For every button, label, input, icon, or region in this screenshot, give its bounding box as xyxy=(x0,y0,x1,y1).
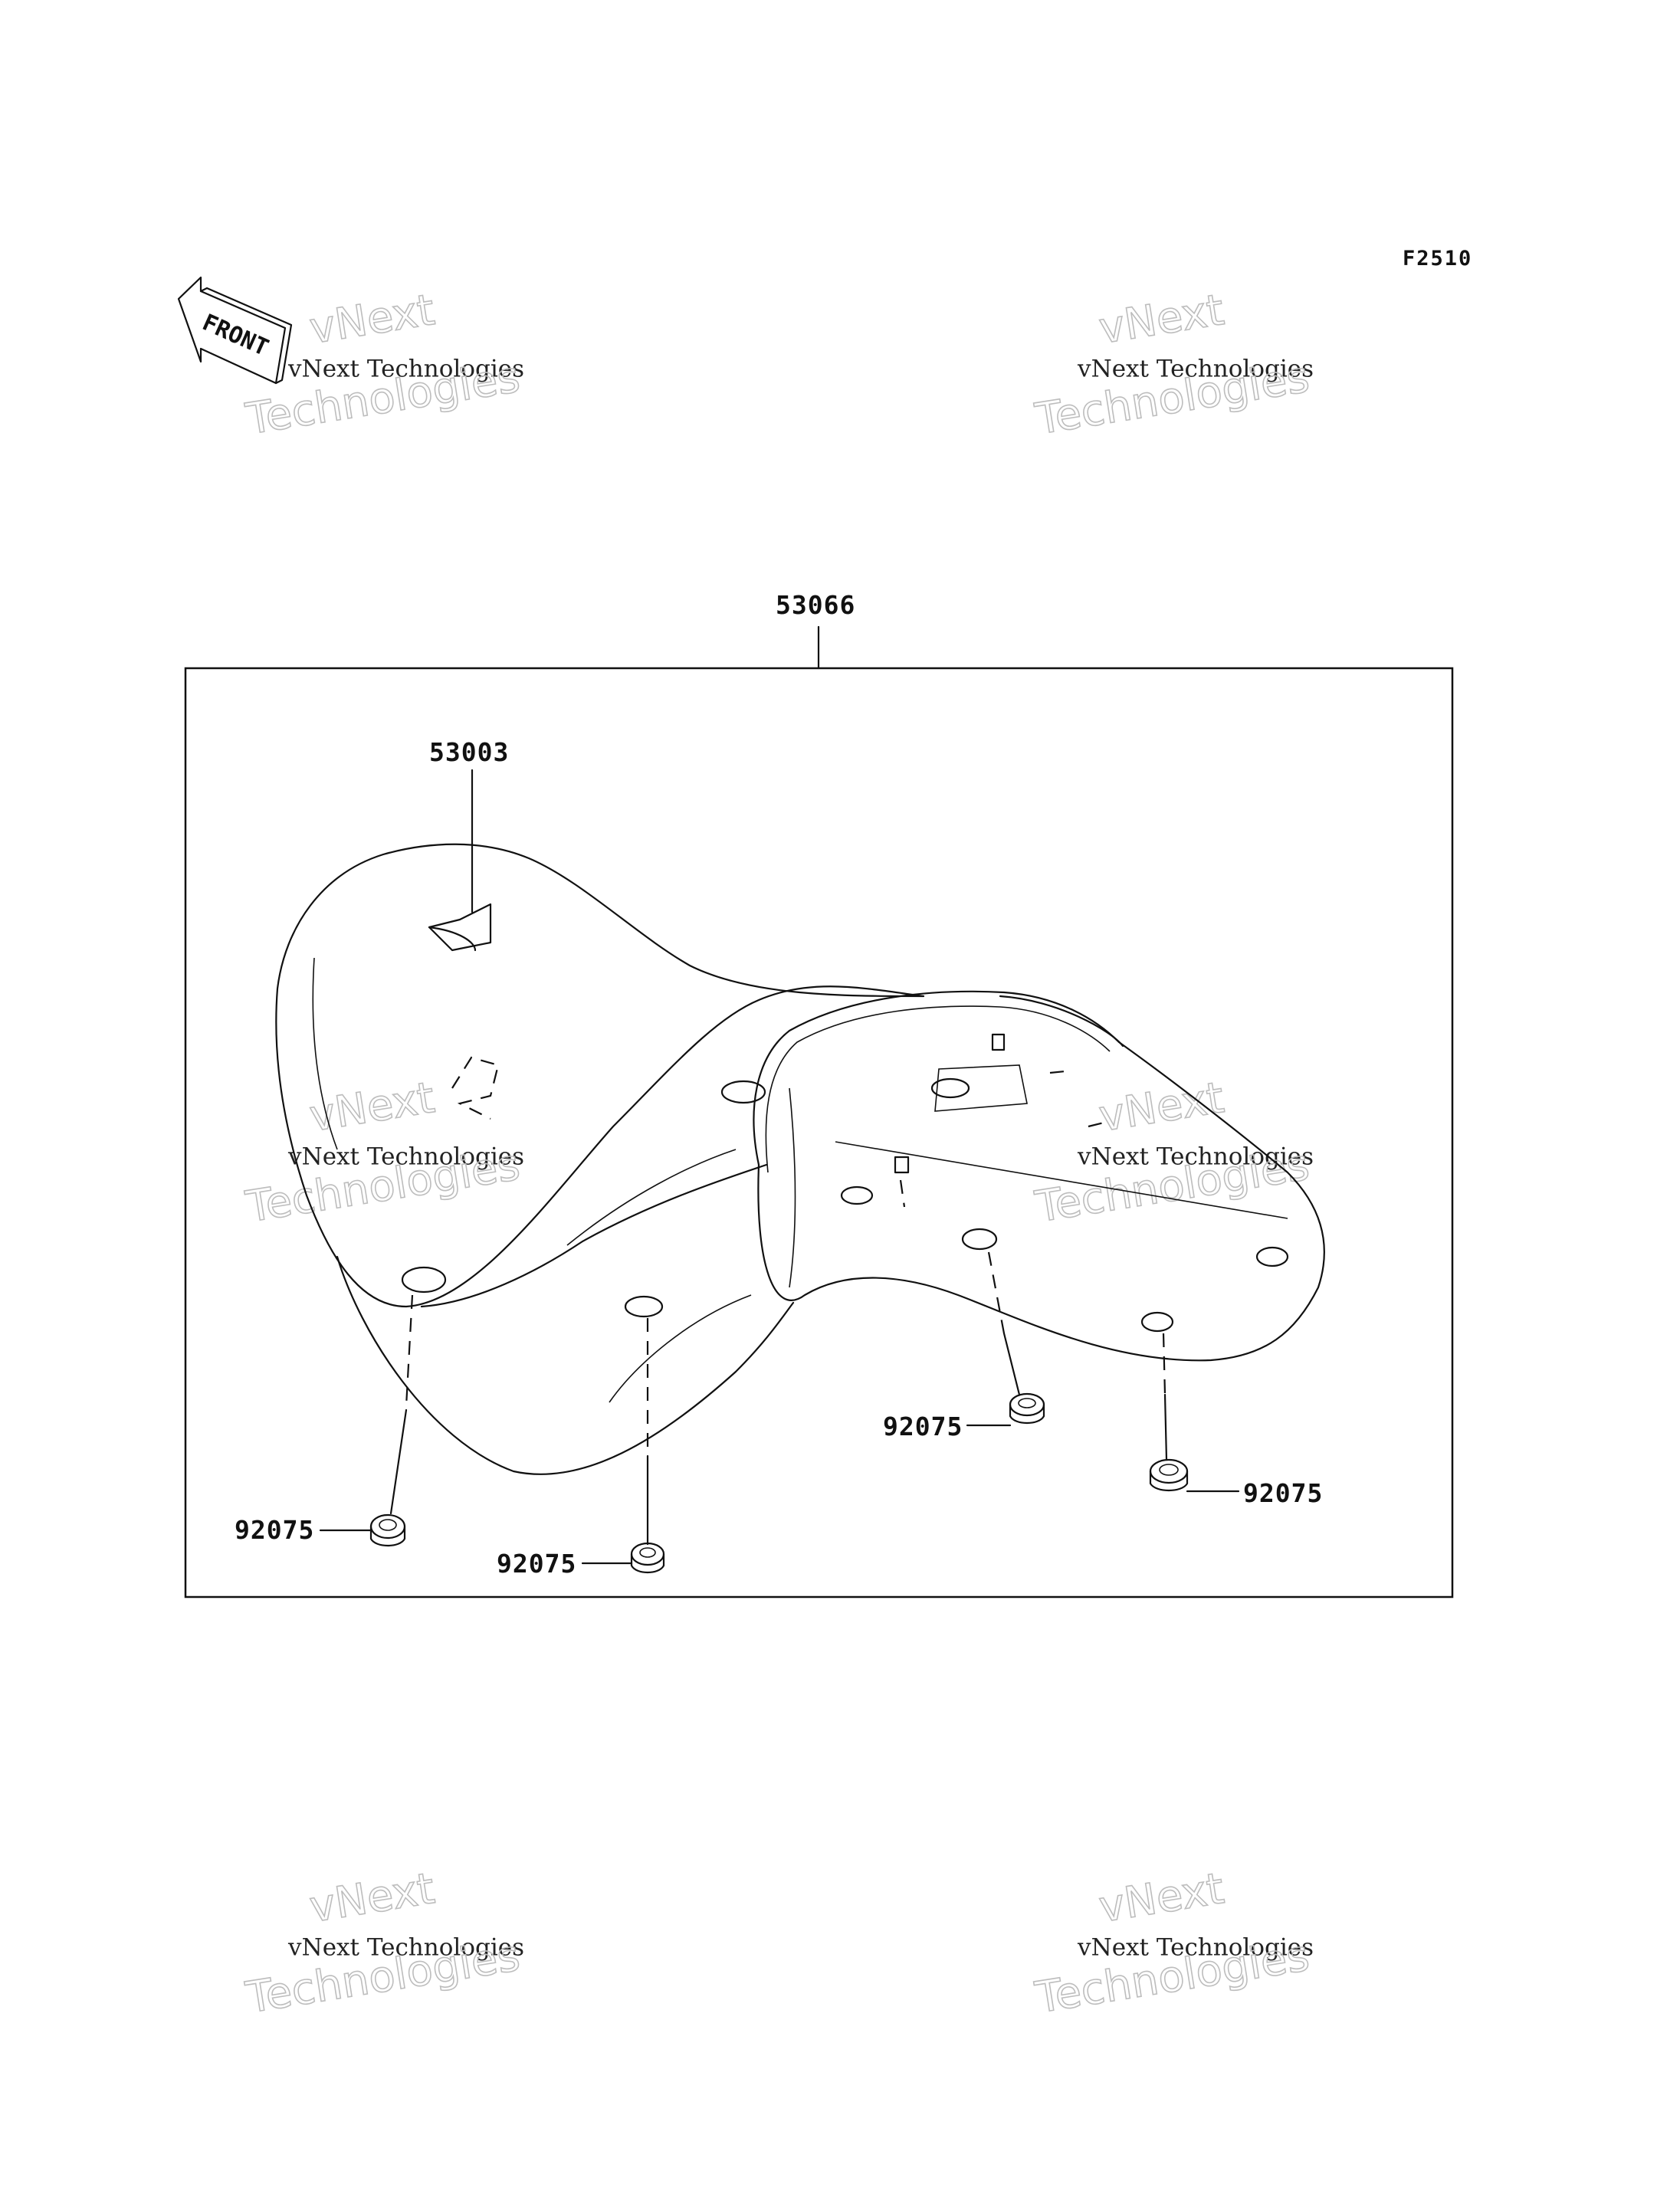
watermark-top-left: vNext vNext Technologies Technologies xyxy=(241,284,524,445)
label-92075-rear-center: 92075 xyxy=(883,1412,963,1441)
pad-53003 xyxy=(428,903,492,952)
figure-code: F2510 xyxy=(1403,247,1472,271)
label-53066: 53066 xyxy=(776,590,855,620)
watermark-bottom-left: vNext vNext Technologies Technologies xyxy=(241,1863,524,2024)
watermark-top-right: vNext vNext Technologies Technologies xyxy=(1031,284,1314,445)
watermark-bottom-right: vNext vNext Technologies Technologies xyxy=(1031,1863,1314,2024)
seat-drawing xyxy=(275,843,1325,1475)
label-53003: 53003 xyxy=(429,737,509,767)
watermark-mid-left: vNext vNext Technologies Technologies xyxy=(241,1072,524,1233)
damper-rear-right xyxy=(1149,1458,1189,1492)
svg-text:vNext Technologies: vNext Technologies xyxy=(287,1933,524,1961)
svg-text:vNext: vNext xyxy=(307,285,438,354)
assembly-frame xyxy=(184,667,1454,1599)
front-arrow-icon: FRONT xyxy=(177,276,293,385)
svg-text:vNext: vNext xyxy=(307,1073,438,1142)
label-92075-rear-right: 92075 xyxy=(1243,1478,1323,1508)
svg-text:vNext: vNext xyxy=(307,1864,438,1933)
damper-front-left xyxy=(369,1513,406,1547)
svg-text:vNext Technologies: vNext Technologies xyxy=(1077,355,1314,382)
label-92075-front-left: 92075 xyxy=(235,1515,314,1545)
damper-front-center xyxy=(630,1542,665,1574)
svg-text:vNext: vNext xyxy=(1096,1073,1228,1142)
svg-text:vNext Technologies: vNext Technologies xyxy=(1077,1933,1314,1961)
svg-text:vNext: vNext xyxy=(1096,285,1228,354)
watermark-mid-right: vNext vNext Technologies Technologies xyxy=(1031,1072,1314,1233)
svg-text:vNext Technologies: vNext Technologies xyxy=(287,355,524,382)
damper-rear-center xyxy=(1009,1392,1045,1425)
svg-text:vNext: vNext xyxy=(1096,1864,1228,1933)
label-92075-front-center: 92075 xyxy=(497,1549,576,1579)
svg-text:vNext Technologies: vNext Technologies xyxy=(1077,1143,1314,1170)
svg-text:vNext Technologies: vNext Technologies xyxy=(287,1143,524,1170)
